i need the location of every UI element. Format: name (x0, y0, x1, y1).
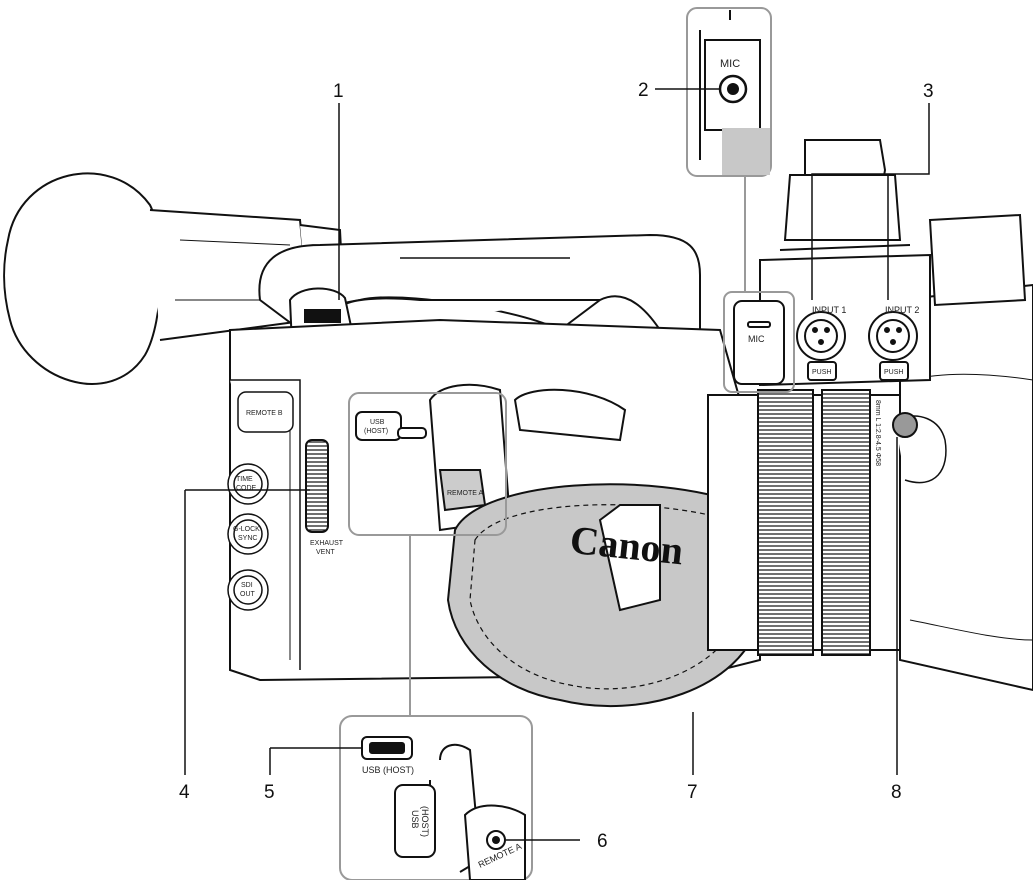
input2-label: INPUT 2 (885, 305, 919, 315)
input2-push-label: PUSH (884, 369, 903, 376)
callout-2: 2 (638, 80, 649, 101)
sdi-label-2: OUT (240, 591, 256, 598)
genlock-label-1: G-LOCK (233, 526, 260, 533)
input1-label: INPUT 1 (812, 305, 846, 315)
callout-1: 1 (333, 81, 344, 102)
rear-panel (227, 391, 294, 611)
time-code-label-1: TIME (236, 476, 253, 483)
mic-inset-frame (686, 7, 772, 177)
exhaust-vent (305, 439, 329, 533)
callout-6: 6 (597, 831, 608, 852)
usb-body-frame (348, 392, 507, 536)
sdi-label-1: SDI (241, 582, 253, 589)
callout-8: 8 (891, 782, 902, 803)
genlock-label-2: SYNC (238, 535, 257, 542)
side-jack-panel (428, 383, 512, 532)
mic-jack-hole (727, 83, 739, 95)
time-code-label-2: CODE (236, 485, 257, 492)
callout-4: 4 (179, 782, 190, 803)
mic-body-frame (723, 291, 795, 393)
mic-top-label: MIC (720, 58, 740, 70)
usb-cover-label-2: (HOST) (420, 806, 430, 837)
leader-lines (184, 88, 930, 841)
remote-a-label: REMOTE A (447, 490, 484, 497)
usb-cover-label-1: USB (410, 810, 420, 829)
usb-host-port (355, 411, 427, 441)
callout-5: 5 (264, 782, 275, 803)
mic-inset-cover (722, 128, 770, 175)
zoom-rocker (513, 388, 627, 442)
lens-marking: 8mm L 1:2.8-4.5 Φ58 (874, 400, 881, 466)
usb-host-inset-label: USB (HOST) (362, 765, 414, 775)
remote-a-jack-hole (492, 836, 500, 844)
usb-host-label-1: USB (370, 419, 385, 426)
callout-7: 7 (687, 782, 698, 803)
remote-b-label: REMOTE B (246, 410, 283, 417)
mic-body-label: MIC (748, 334, 765, 344)
input2-connector (868, 311, 918, 381)
input1-push-label: PUSH (812, 369, 831, 376)
mic-cover (733, 300, 785, 385)
exhaust-vent-label-2: VENT (316, 549, 335, 556)
usb-host-label-2: (HOST) (364, 428, 388, 435)
input1-connector (796, 311, 846, 381)
lens-release-button (892, 412, 918, 438)
callout-3: 3 (923, 81, 934, 102)
lens-barrel (707, 283, 1033, 692)
exhaust-vent-label-1: EXHAUST (310, 540, 344, 547)
